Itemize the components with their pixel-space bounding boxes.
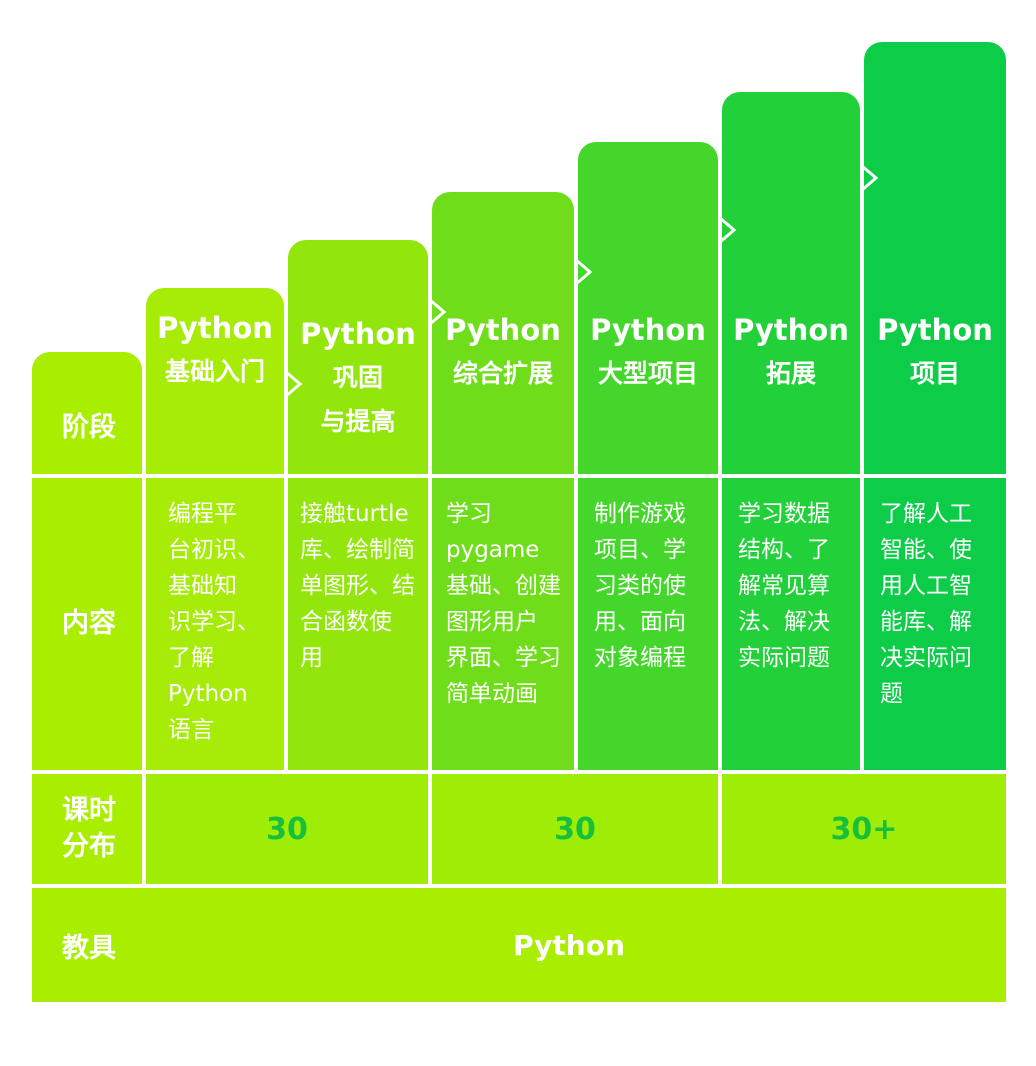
stage-title-4: Python 大型项目 (590, 313, 706, 388)
stage-header-1: Python 基础入门 (146, 288, 284, 474)
stage-header-4: Python 大型项目 (578, 142, 718, 474)
tools-row: 教具 Python (32, 888, 1006, 1002)
stage-header-2: Python 巩固 与提高 (288, 240, 428, 474)
tools-label: 教具 (62, 932, 116, 964)
hours-label-cell: 课时 分布 (32, 774, 142, 884)
chevron-right-icon (285, 370, 303, 398)
content-cell-3: 学习 pygame 基础、创建 图形用户 界面、学习 简单动画 (432, 478, 574, 770)
content-cell-5: 学习数据 结构、了 解常见算 法、解决 实际问题 (722, 478, 860, 770)
content-label-cell: 内容 (32, 478, 142, 770)
content-cell-1: 编程平 台初识、 基础知 识学习、 了解 Python 语言 (146, 478, 284, 770)
content-cell-6: 了解人工 智能、使 用人工智 能库、解 决实际问 题 (864, 478, 1006, 770)
chevron-right-icon (429, 298, 447, 326)
stage-header-6: Python 项目 (864, 42, 1006, 474)
stage-title-5: Python 拓展 (733, 313, 849, 388)
content-cell-4: 制作游戏 项目、学 习类的使 用、面向 对象编程 (578, 478, 718, 770)
content-cell-2: 接触turtle 库、绘制简 单图形、结 合函数使 用 (288, 478, 428, 770)
chevron-right-icon (575, 258, 593, 286)
stage-header-3: Python 综合扩展 (432, 192, 574, 474)
stage-title-6: Python 项目 (877, 313, 993, 388)
stage-title-3: Python 综合扩展 (445, 313, 561, 388)
tools-value: Python (513, 928, 625, 962)
stage-title-1: Python 基础入门 (157, 311, 273, 386)
content-label: 内容 (62, 608, 116, 639)
hours-value-3: 30+ (722, 774, 1006, 884)
chevron-right-icon (861, 164, 879, 192)
hours-value-1: 30 (146, 774, 428, 884)
stage-label-cell: 阶段 (32, 352, 142, 474)
stage-header-5: Python 拓展 (722, 92, 860, 474)
hours-label: 课时 分布 (62, 795, 116, 862)
stage-title-2: Python 巩固 与提高 (300, 317, 416, 436)
chevron-right-icon (719, 216, 737, 244)
hours-value-2: 30 (432, 774, 718, 884)
stage-label: 阶段 (62, 412, 116, 443)
